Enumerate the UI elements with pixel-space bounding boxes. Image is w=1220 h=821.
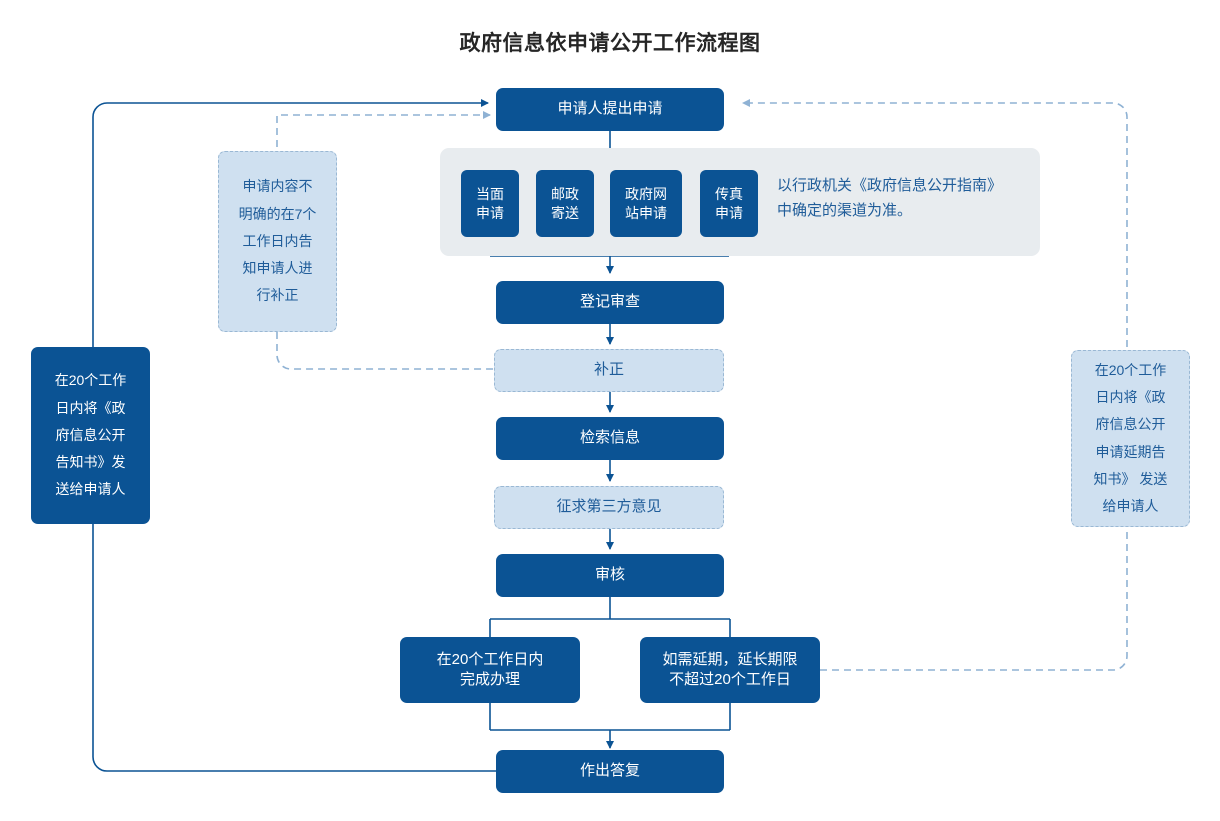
node-complete-within-20-days[interactable]: 在20个工作日内 完成办理 [400, 637, 580, 703]
annotation-correction-notice[interactable]: 申请内容不 明确的在7个 工作日内告 知申请人进 行补正 [218, 151, 337, 332]
page-title: 政府信息依申请公开工作流程图 [459, 32, 761, 55]
node-retrieve-information[interactable]: 检索信息 [496, 417, 724, 460]
node-consult-third-party[interactable]: 征求第三方意见 [494, 486, 724, 529]
node-application-submitted[interactable]: 申请人提出申请 [496, 88, 724, 131]
node-registration-review[interactable]: 登记审查 [496, 281, 724, 324]
channel-note: 以行政机关《政府信息公开指南》 中确定的渠道为准。 [777, 177, 1003, 219]
node-channel-postal-mail[interactable]: 邮政 寄送 [536, 170, 594, 237]
node-channel-in-person[interactable]: 当面 申请 [461, 170, 519, 237]
wire-correction-note-to-start [276, 111, 491, 147]
annotation-disclosure-notice[interactable]: 在20个工作 日内将《政 府信息公开 告知书》发 送给申请人 [31, 347, 150, 524]
wire-correction-note-to-correct [276, 332, 494, 370]
node-correction[interactable]: 补正 [494, 349, 724, 392]
node-channel-fax[interactable]: 传真 申请 [700, 170, 758, 237]
node-extension-if-needed[interactable]: 如需延期，延长期限 不超过20个工作日 [640, 637, 820, 703]
annotation-extension-notice[interactable]: 在20个工作 日内将《政 府信息公开 申请延期告 知书》 发送 给申请人 [1071, 350, 1190, 527]
node-audit[interactable]: 审核 [496, 554, 724, 597]
node-make-reply[interactable]: 作出答复 [496, 750, 724, 793]
node-channel-government-website[interactable]: 政府网 站申请 [610, 170, 682, 237]
